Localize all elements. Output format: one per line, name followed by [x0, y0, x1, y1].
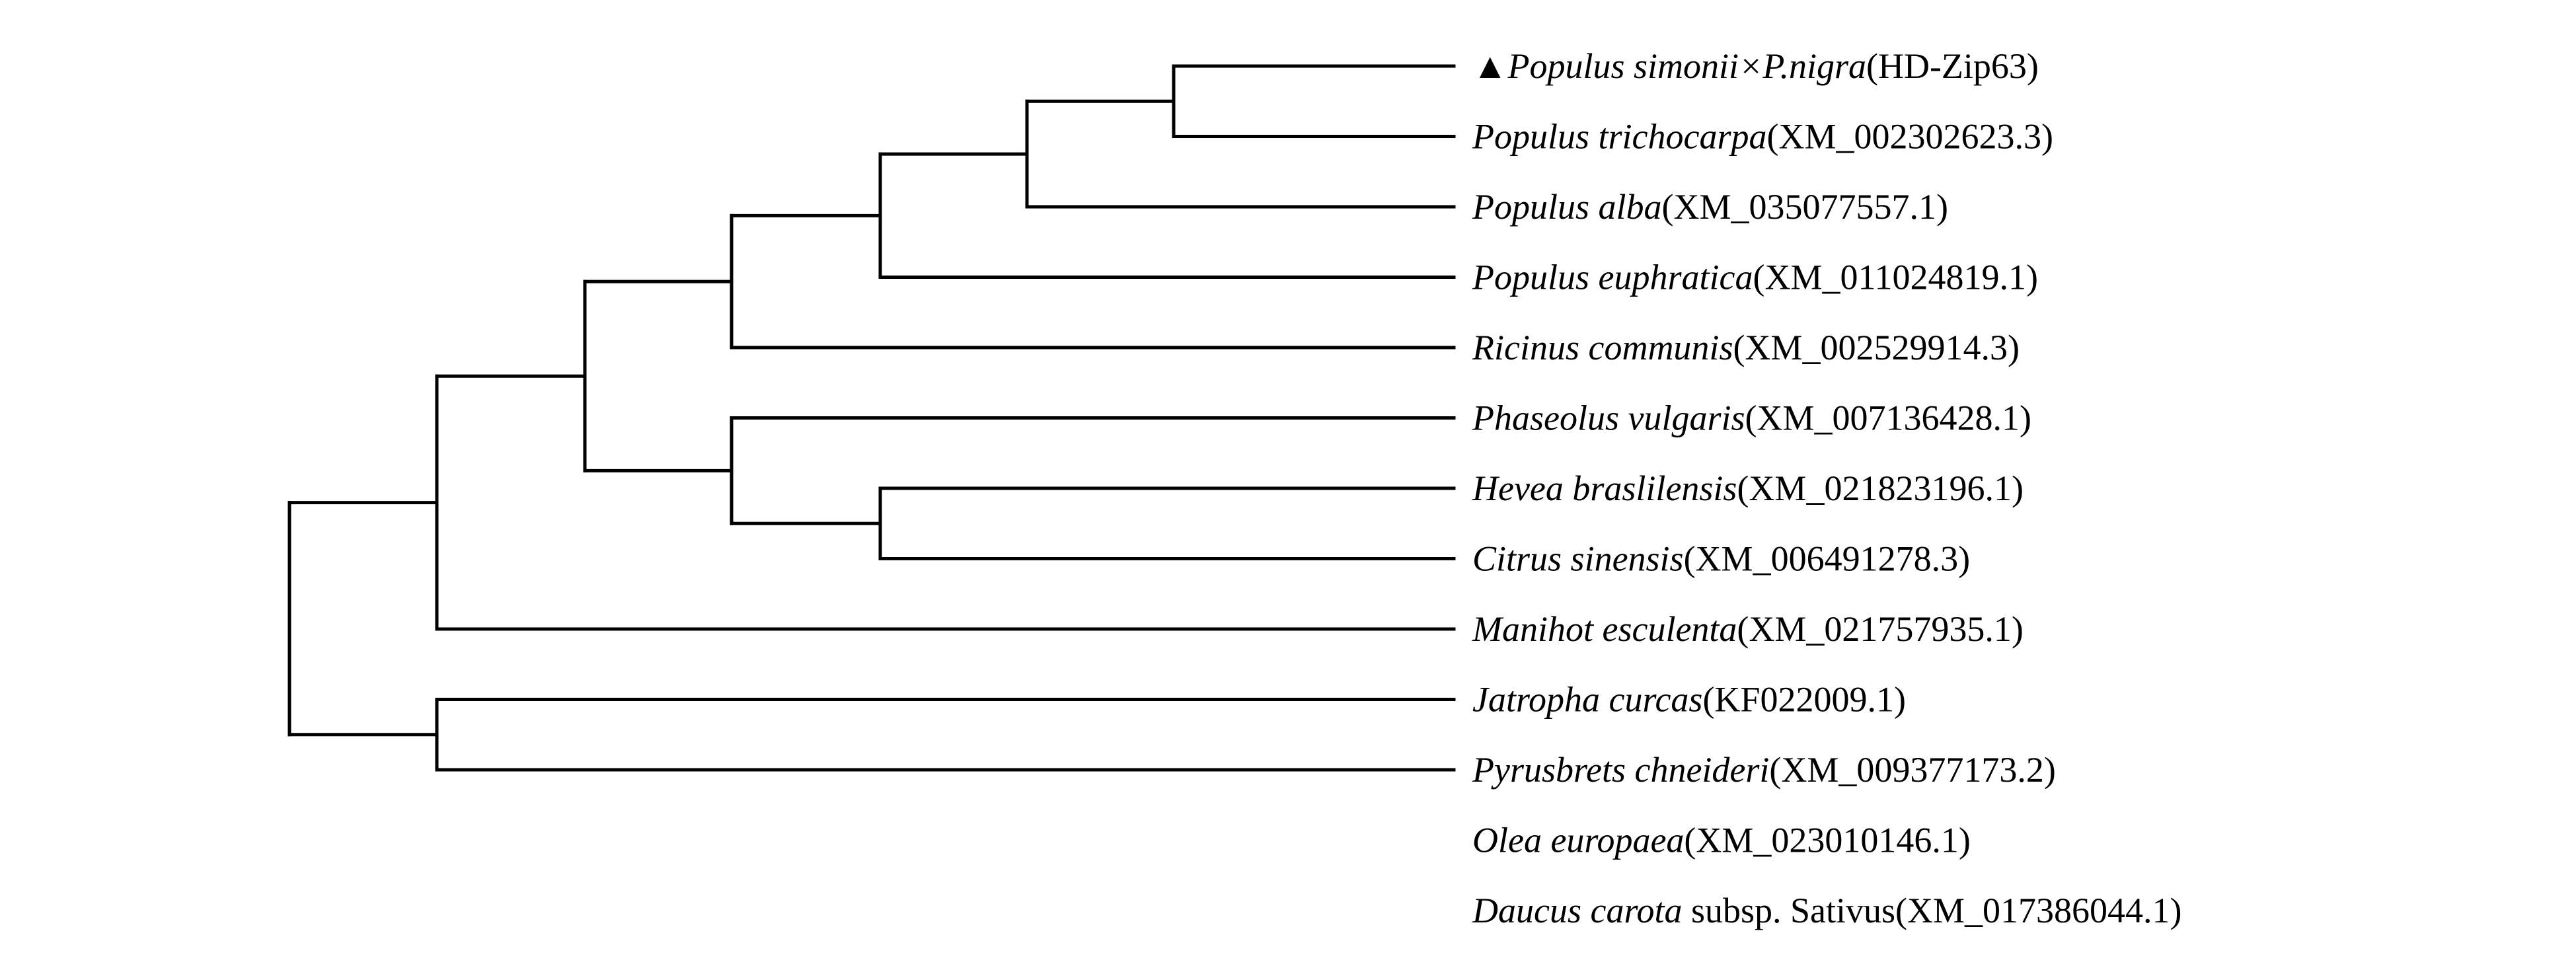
accession-number: (XM_002302623.3) [1766, 117, 2053, 157]
leaf-label-l5: Ricinus communis(XM_002529914.3) [1472, 328, 2020, 367]
accession-number: (XM_002529914.3) [1733, 328, 2019, 367]
species-name: Populus simonii×P.nigra [1507, 46, 1866, 86]
species-name: Phaseolus vulgaris [1472, 398, 1745, 438]
accession-number: (XM_011024819.1) [1753, 258, 2037, 297]
leaf-label-l11: Pyrusbrets chneideri(XM_009377173.2) [1472, 750, 2056, 790]
leaf-label-l2: Populus trichocarpa(XM_002302623.3) [1472, 117, 2053, 157]
species-name: Populus trichocarpa [1472, 117, 1766, 157]
accession-number: (XM_006491278.3) [1684, 539, 1970, 579]
species-name: Olea europaea [1472, 821, 1684, 860]
species-name: Daucus carota [1472, 891, 1682, 930]
accession-number: (XM_017386044.1) [1895, 891, 2181, 930]
leaf-labels: ▲Populus simonii×P.nigra(HD-Zip63)Populu… [1472, 46, 2182, 930]
leaf-label-l13: Daucus carota subsp. Sativus(XM_01738604… [1472, 891, 2182, 930]
species-name: Jatropha curcas [1472, 680, 1702, 720]
leaf-label-l10: Jatropha curcas(KF022009.1) [1472, 680, 1906, 720]
leaf-label-l6: Phaseolus vulgaris(XM_007136428.1) [1472, 398, 2031, 438]
leaf-label-l12: Olea europaea(XM_023010146.1) [1472, 821, 1971, 860]
accession-number: (XM_021757935.1) [1737, 609, 2023, 649]
leaf-label-l1: ▲Populus simonii×P.nigra(HD-Zip63) [1472, 46, 2039, 86]
accession-number: (XM_035077557.1) [1662, 187, 1948, 227]
accession-number: (KF022009.1) [1702, 680, 1906, 720]
leaf-label-l3: Populus alba(XM_035077557.1) [1472, 187, 1948, 227]
accession-number: (XM_007136428.1) [1745, 398, 2031, 438]
triangle-marker-icon: ▲ [1472, 46, 1507, 86]
species-name: Pyrusbrets chneideri [1472, 750, 1769, 790]
species-name: Populus alba [1472, 187, 1662, 227]
leaf-label-l7: Hevea braslilensis(XM_021823196.1) [1472, 468, 2024, 508]
species-name: Hevea braslilensis [1472, 468, 1737, 508]
accession-number: (XM_021823196.1) [1737, 468, 2023, 508]
accession-number: (XM_009377173.2) [1769, 750, 2055, 790]
leaf-label-l8: Citrus sinensis(XM_006491278.3) [1472, 539, 1970, 579]
species-name: Ricinus communis [1472, 328, 1733, 367]
species-name: Manihot esculenta [1472, 609, 1737, 649]
leaf-label-l9: Manihot esculenta(XM_021757935.1) [1472, 609, 2024, 649]
species-name: Populus euphratica [1472, 258, 1753, 297]
accession-number: (XM_023010146.1) [1684, 821, 1970, 860]
species-name: Citrus sinensis [1472, 539, 1684, 579]
accession-number: (HD-Zip63) [1866, 46, 2039, 86]
tree-branches [287, 64, 1456, 772]
leaf-label-l4: Populus euphratica(XM_011024819.1) [1472, 258, 2038, 297]
subspecies-suffix: subsp. Sativus [1682, 891, 1895, 930]
